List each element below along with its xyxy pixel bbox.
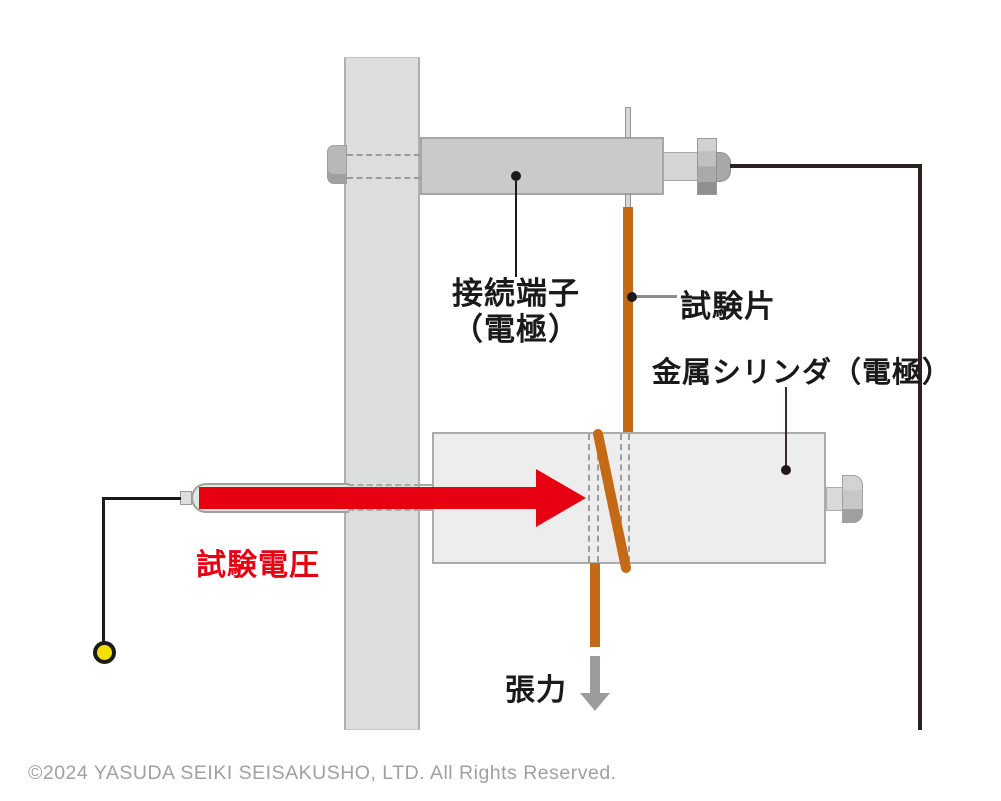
label-test-piece: 試験片 (680, 289, 776, 324)
hex-nut (697, 138, 717, 195)
test-piece-strip-lower (590, 563, 600, 647)
clamp-pin-upper (625, 107, 631, 138)
clamp-bolt-hidden-line (347, 177, 420, 179)
clamp-bolt-head (327, 145, 347, 184)
leader-line-test-piece (637, 295, 677, 298)
cylinder-bolt-head (842, 475, 863, 523)
electrode-wire-vertical (918, 164, 922, 730)
clamp-bolt-hidden-line (347, 154, 420, 156)
label-connection-terminal-line2: （電極） (452, 312, 580, 347)
leader-dot-connection-terminal (511, 171, 521, 181)
down-arrow-icon (580, 693, 610, 711)
slot-dashed-line (597, 434, 599, 562)
terminal-cap (716, 152, 731, 182)
leader-line-metal-cylinder (785, 387, 787, 467)
probe-wire-vertical (102, 497, 105, 645)
yellow-terminal (93, 641, 116, 664)
probe-connector (180, 491, 192, 505)
label-test-voltage: 試験電圧 (196, 549, 320, 582)
leader-dot-metal-cylinder (781, 465, 791, 475)
electrode-wire-horizontal (730, 164, 920, 168)
label-metal-cylinder: 金属シリンダ（電極） (652, 357, 953, 389)
cylinder-bolt-shaft (826, 487, 843, 511)
probe-sheath-segment (420, 484, 434, 511)
label-connection-terminal: 接続端子 （電極） (436, 276, 596, 348)
probe-wire-horizontal (104, 497, 181, 500)
test-piece-strip-upper (623, 207, 633, 434)
terminal-bolt-shaft (663, 152, 698, 181)
slot-dashed-line (588, 434, 590, 562)
tension-arrow-shaft (590, 656, 600, 693)
label-connection-terminal-line1: 接続端子 (452, 276, 580, 311)
leader-line-connection-terminal (515, 181, 517, 277)
connection-terminal-bar (420, 137, 664, 195)
leader-dot-test-piece (627, 292, 637, 302)
test-voltage-arrow-shaft (199, 487, 536, 509)
label-tension: 張力 (505, 674, 567, 707)
probe-hidden-line (348, 509, 420, 511)
right-arrow-icon (536, 469, 586, 527)
copyright-text: ©2024 YASUDA SEIKI SEISAKUSHO, LTD. All … (28, 762, 617, 784)
slot-dashed-line (628, 434, 630, 562)
slot-dashed-line (620, 434, 622, 562)
probe-hidden-line (348, 484, 420, 486)
support-column (344, 57, 420, 730)
